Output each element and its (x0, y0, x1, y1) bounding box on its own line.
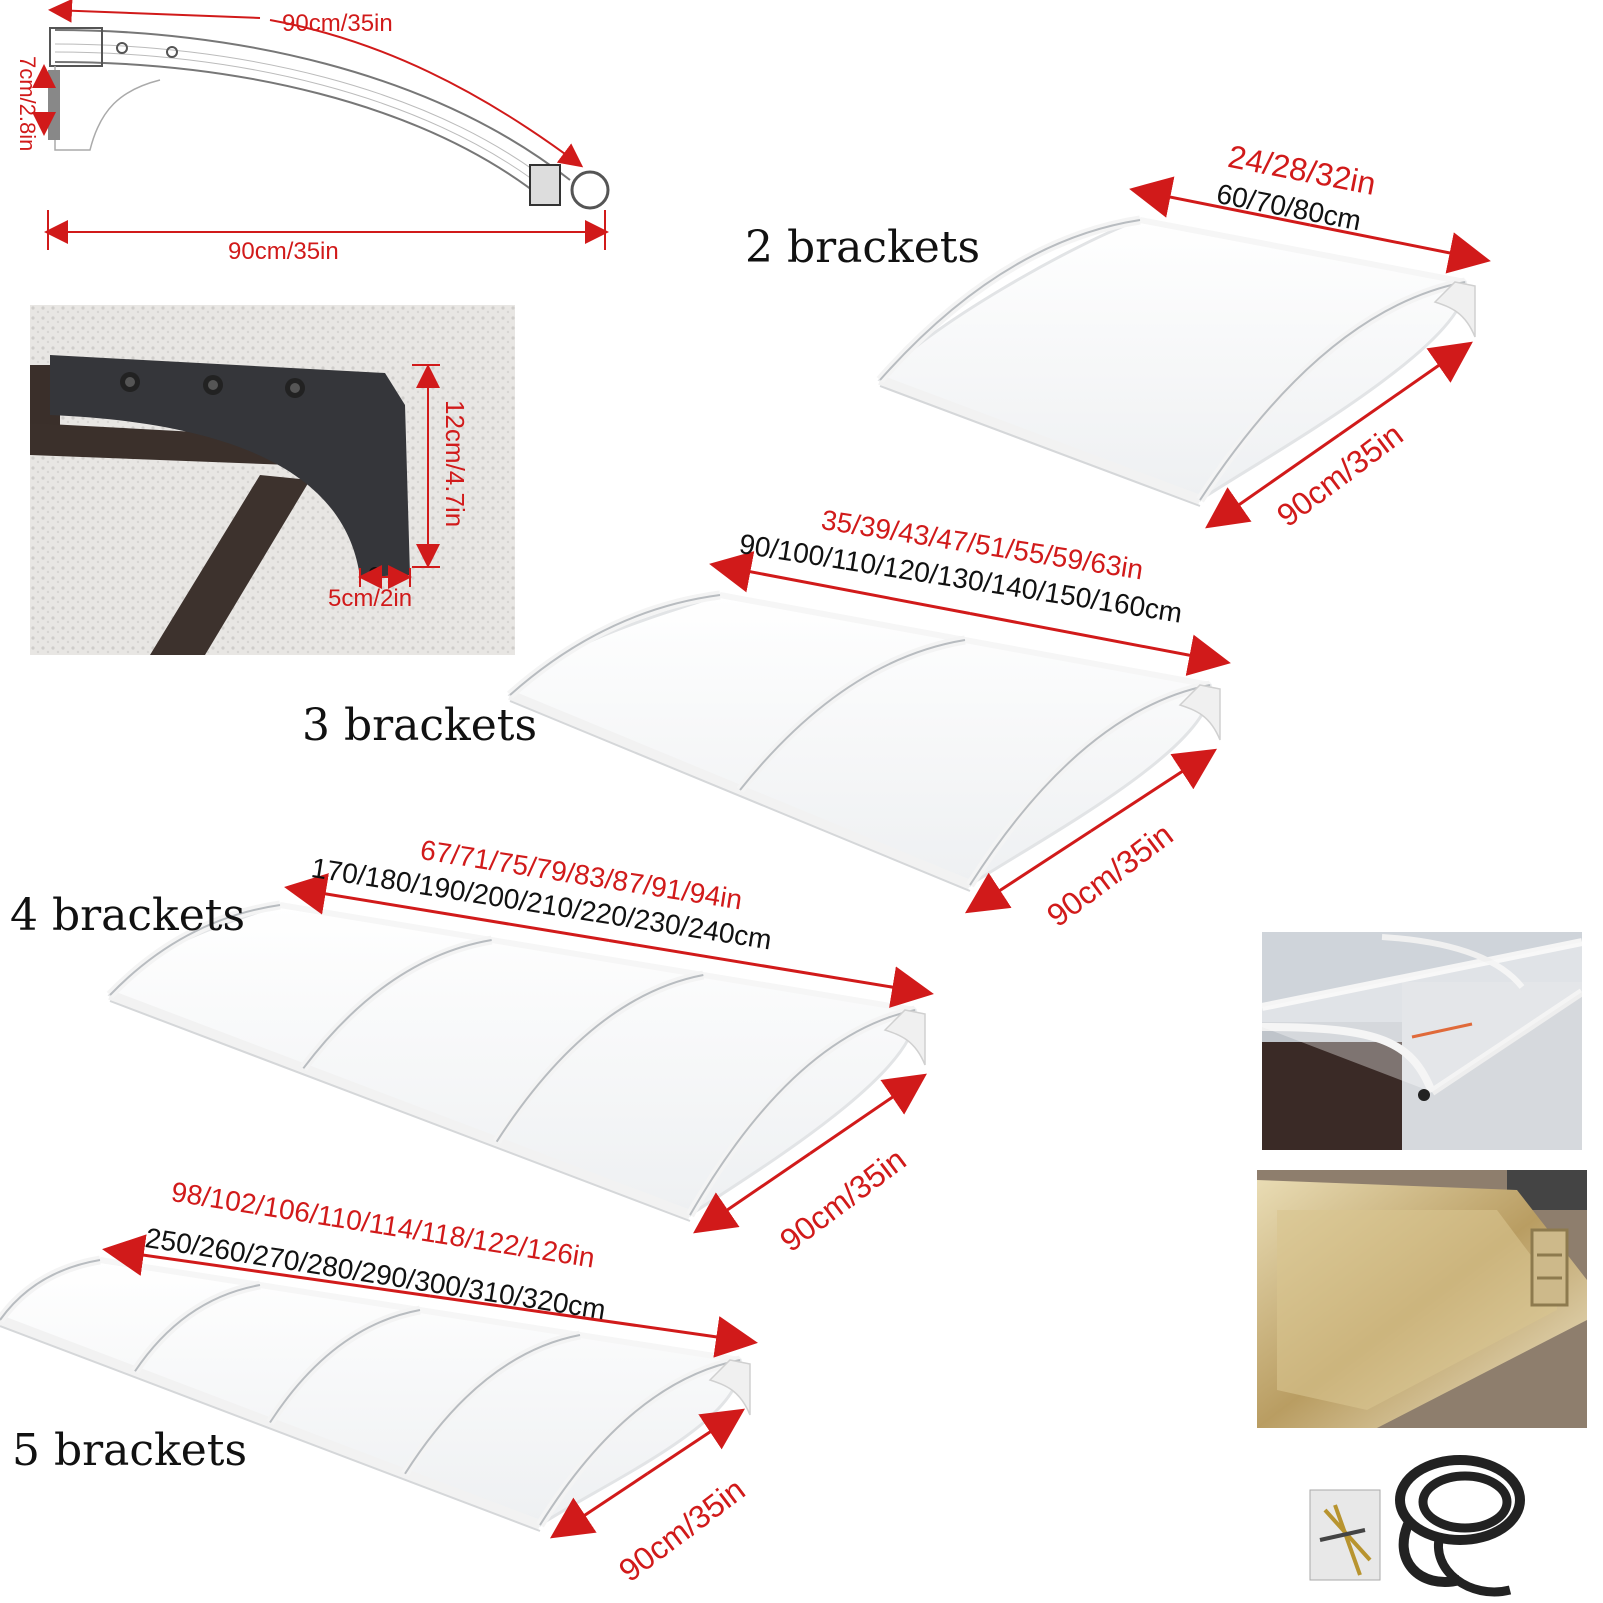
awning-4-depth-arrow-back (809, 1073, 927, 1155)
hardware-kit-photo (1300, 1440, 1540, 1603)
awning-3-depth-arrow-front (964, 829, 1092, 914)
awning-5-bracket-shadow (134, 1284, 261, 1372)
awning-3-wall-plate (1178, 684, 1221, 741)
awning-4-front-bar (108, 990, 692, 1220)
awning-2-bracket-shadow (879, 219, 1141, 381)
awning-5-bracket-shadow (269, 1309, 421, 1424)
awning-4-length-arrow-left (284, 873, 610, 942)
awning-5-length-arrow-left (102, 1234, 431, 1298)
awning-3-depth-arrow-back (1090, 748, 1218, 833)
awning-3-label: 3 brackets (302, 700, 538, 751)
gold-profile-image (1257, 1170, 1587, 1428)
awning-3-front-bar-edge (509, 700, 971, 892)
awning-5-depth-arrow-back (646, 1408, 745, 1475)
awning-2-back-bar (1139, 217, 1466, 285)
awning-5-label: 5 brackets (12, 1425, 248, 1476)
bracket-photo: 12cm/4.7in 5cm/2in (30, 305, 515, 655)
awning-4-bracket-shadow (689, 1009, 916, 1216)
awning-2-depth-arrow-back (1338, 341, 1473, 437)
awning-4-back-bar (279, 902, 916, 1013)
awning-5-front-bar-edge (0, 1325, 541, 1532)
awning-3-length-arrow-left (709, 551, 971, 615)
awning-4-depth-arrow-front (693, 1152, 811, 1234)
awning-2-bracket-shadow (1199, 281, 1466, 501)
awning-2-front-bar (878, 375, 1202, 505)
profile-bottom-length: 90cm/35in (228, 238, 339, 265)
awning-3-length-arrow-right (969, 612, 1231, 676)
gold-profile-photo (1257, 1170, 1587, 1428)
awning-4-front-bar-edge (109, 1000, 691, 1222)
awning-5-bracket-shadow (539, 1359, 741, 1526)
awning-4-bracket-shadow (302, 939, 492, 1069)
bracket-image (30, 305, 515, 655)
awning-2-label: 2 brackets (745, 222, 981, 273)
awning-2-depth-arrow-front (1205, 433, 1340, 529)
awning-5-bracket-shadow (0, 1259, 101, 1321)
awning-5-depth-arrow-front (550, 1472, 649, 1539)
awning-4-label: 4 brackets (10, 890, 246, 941)
profile-top-length: 90cm/35in (282, 10, 393, 37)
awning-2-length-arrow-right (1309, 223, 1491, 274)
awning-3-bracket-shadow (969, 684, 1211, 886)
awning-4-length-arrow-right (608, 939, 934, 1008)
awning-2-wall-plate (1433, 281, 1476, 338)
awning-3-bracket-shadow (739, 639, 966, 791)
bracket-width: 5cm/2in (328, 585, 413, 612)
awning-4-panel (107, 903, 917, 1217)
hardware-kit-image (1309, 1455, 1525, 1597)
profile-diagram: 90cm/35in 90cm/35in 7cm/2.8in (0, 0, 640, 280)
awning-2-front-bar-edge (879, 385, 1201, 507)
awning-3-bracket-shadow (509, 594, 721, 696)
awning-5-bracket-shadow (404, 1334, 581, 1475)
awning-4-bracket-shadow (109, 904, 281, 996)
awning-4-wall-plate (883, 1009, 926, 1066)
installed-awning-image (1262, 932, 1582, 1150)
installed-awning-photo (1262, 932, 1582, 1150)
awning-5-wall-plate (708, 1359, 751, 1416)
awning-5-length-arrow-right (429, 1294, 758, 1358)
awning-4-bracket-shadow (495, 974, 704, 1143)
awning-2-length-arrow-left (1129, 176, 1311, 227)
profile-drawing (32, 0, 610, 250)
